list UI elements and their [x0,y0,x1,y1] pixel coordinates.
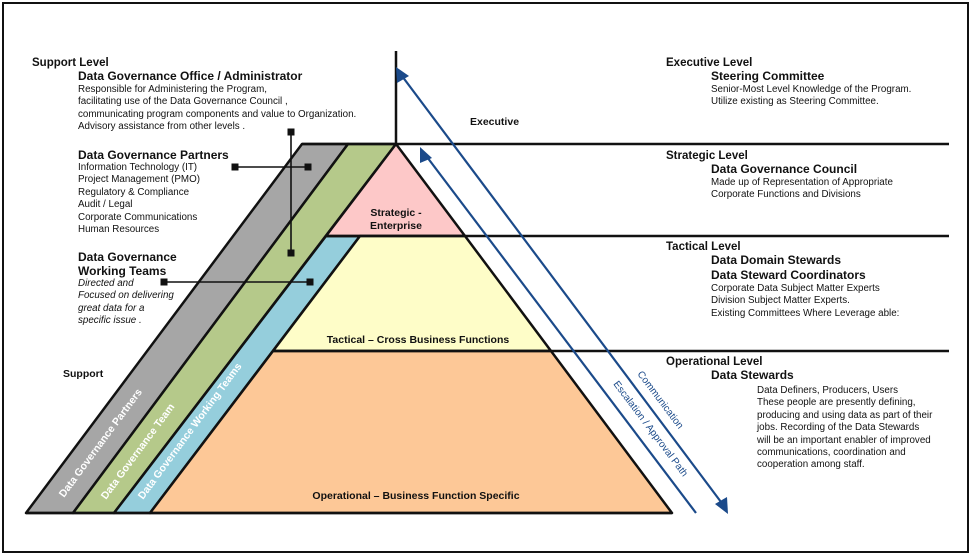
tactical-level-title-2: Data Steward Coordinators [711,268,866,282]
operational-level-line: These people are presently defining, [757,397,916,409]
strategic-level-description: Made up of Representation of Appropriate… [711,177,893,202]
support-level-line: Responsible for Administering the Progra… [78,84,267,95]
tactical-level-title-1: Data Domain Stewards [711,253,842,267]
partners-item: Information Technology (IT) [78,162,198,173]
working-teams-title-line: Working Teams [78,264,167,278]
tactical-level-description: Corporate Data Subject Matter Experts Di… [711,283,899,320]
partners-item: Audit / Legal [78,199,133,211]
escalation-arrow [420,147,697,514]
connector-partners [231,163,312,171]
working-teams-line: great data for a [78,302,145,314]
working-teams-line: Directed and [78,278,134,289]
tactical-level-line: Corporate Data Subject Matter Experts [711,283,880,294]
operational-level-line: cooperation among staff. [757,459,865,471]
operational-level-line: jobs. Recording of the Data Stewards [757,422,920,434]
executive-level-description: Senior-Most Level Knowledge of the Progr… [711,84,911,109]
executive-label: Executive [470,116,519,128]
operational-level-heading: Operational Level [666,356,763,368]
support-level-line: communicating program components and val… [78,108,357,120]
partners-item: Regulatory & Compliance [78,186,190,198]
strategic-label-line-1: Strategic - [370,207,422,219]
tactical-level-line: Division Subject Matter Experts. [711,295,850,307]
working-teams-title-line: Data Governance [78,250,177,264]
tactical-label: Tactical – Cross Business Functions [327,334,510,346]
partners-item: Human Resources [78,224,160,236]
executive-level-title: Steering Committee [711,69,825,83]
strategic-level-heading: Strategic Level [666,150,748,162]
support-label: Support [63,368,104,380]
working-teams-description: Directed and Focused on delivering great… [78,278,174,328]
partners-title: Data Governance Partners [78,148,229,162]
tactical-level-line: Existing Committees Where Leverage able: [711,307,900,319]
strategic-level-line: Made up of Representation of Appropriate [711,177,893,188]
communication-arrow [396,67,728,514]
partners-item: Project Management (PMO) [78,174,200,186]
support-level-line: facilitating use of the Data Governance … [78,96,288,108]
operational-level-title: Data Stewards [711,368,794,382]
operational-level-description: Data Definers, Producers, Users These pe… [757,385,932,472]
strategic-level-title: Data Governance Council [711,162,858,176]
executive-level-heading: Executive Level [666,57,753,69]
strategic-level-line: Corporate Functions and Divisions [711,189,861,201]
partners-item: Corporate Communications [78,211,198,223]
operational-level-line: communications, coordination and [757,447,906,459]
support-level-description: Responsible for Administering the Progra… [78,84,356,134]
strategic-label-line-2: Enterprise [370,220,422,232]
executive-level-line: Utilize existing as Steering Committee. [711,96,879,108]
working-teams-title: Data Governance Working Teams [78,250,177,278]
tactical-level-heading: Tactical Level [666,241,741,253]
working-teams-line: specific issue . [78,315,142,327]
connector-vertical [287,128,295,257]
partners-list: Information Technology (IT) Project Mana… [78,162,200,236]
operational-label: Operational – Business Function Specific [312,490,519,502]
operational-level-line: will be an important enabler of improved [757,434,931,446]
connector-working-teams [160,278,314,286]
operational-level-line: Data Definers, Producers, Users [757,385,899,396]
support-level-title: Data Governance Office / Administrator [78,69,303,83]
support-level-heading: Support Level [32,57,109,69]
support-level-line: Advisory assistance from other levels . [78,121,246,133]
executive-level-line: Senior-Most Level Knowledge of the Progr… [711,84,912,95]
operational-level-line: producing and using data as part of thei… [757,409,933,421]
working-teams-line: Focused on delivering [78,290,174,302]
